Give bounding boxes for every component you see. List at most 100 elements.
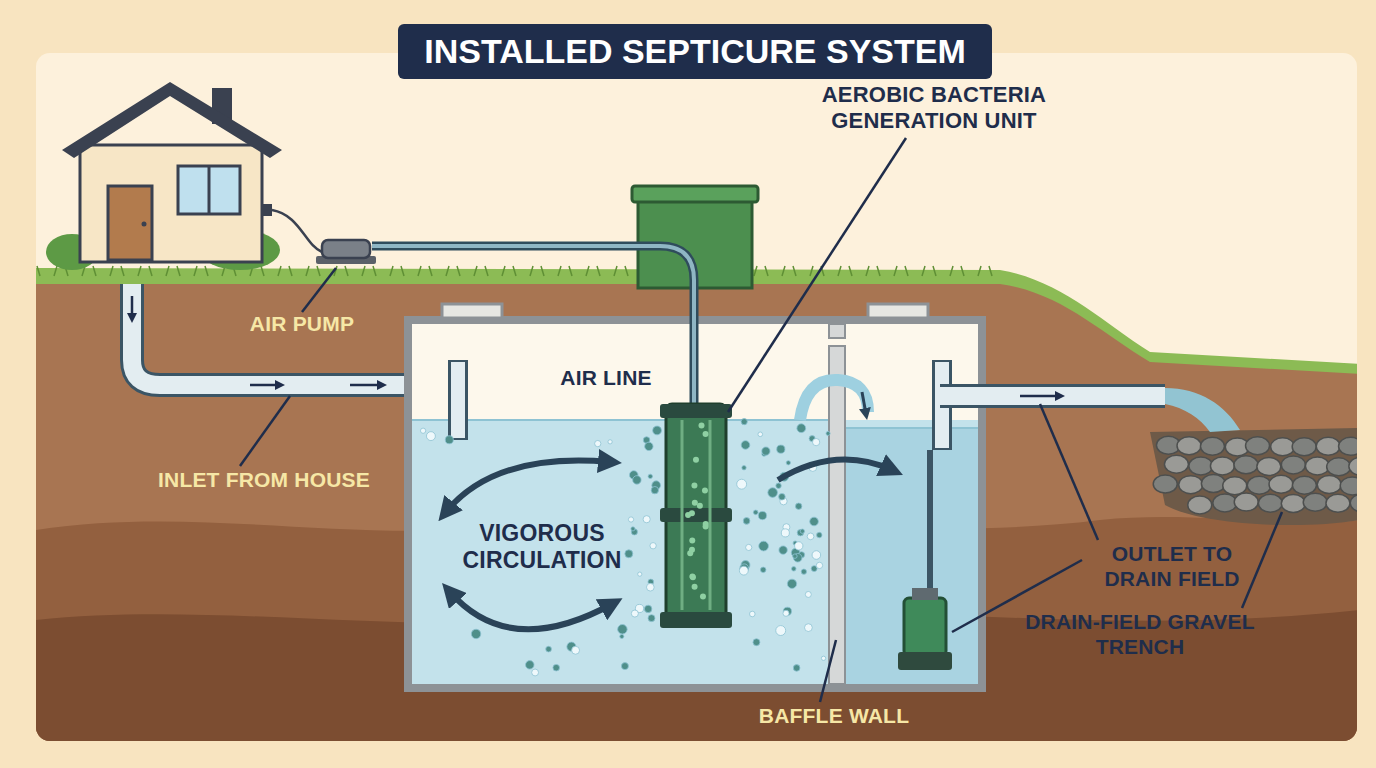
grass-blade bbox=[37, 266, 40, 276]
part-label: AIR PUMP bbox=[227, 312, 377, 337]
grass-blade bbox=[838, 266, 841, 276]
grass-blade bbox=[446, 266, 449, 276]
grass-blade bbox=[138, 266, 141, 276]
bubble bbox=[645, 442, 653, 450]
flow-arrow bbox=[778, 460, 892, 480]
bubble bbox=[786, 461, 790, 465]
grass-blade bbox=[989, 266, 992, 276]
bubble bbox=[768, 488, 778, 498]
gravel-stone bbox=[1292, 438, 1316, 456]
gravel-stone bbox=[1350, 494, 1357, 512]
bubble bbox=[633, 476, 641, 484]
unit-bubble bbox=[702, 488, 708, 494]
grass-blade bbox=[569, 266, 572, 276]
gravel-stone bbox=[1326, 494, 1350, 512]
bubble bbox=[753, 510, 758, 515]
grass-blade bbox=[866, 266, 869, 276]
unit-bubble bbox=[692, 500, 698, 506]
bubble bbox=[762, 447, 770, 455]
gravel-stone bbox=[1281, 456, 1305, 474]
unit-bubble bbox=[698, 422, 704, 428]
grass-blade bbox=[121, 266, 124, 276]
outlet-pipe bbox=[940, 384, 1165, 408]
bubble bbox=[797, 424, 806, 433]
gravel-stone bbox=[1258, 494, 1282, 512]
bubble bbox=[776, 483, 781, 488]
bubble bbox=[546, 646, 552, 652]
grass-blade bbox=[933, 266, 936, 276]
submersible-pump bbox=[898, 588, 952, 670]
unit-bubble bbox=[700, 593, 706, 599]
bubble bbox=[650, 543, 656, 549]
bubble bbox=[781, 529, 789, 537]
grass-blade bbox=[362, 266, 365, 276]
bubble bbox=[648, 615, 655, 622]
bubble bbox=[795, 503, 801, 509]
grass-blade bbox=[418, 266, 421, 276]
gravel-stone bbox=[1305, 457, 1329, 475]
unit-bubble bbox=[689, 574, 695, 580]
bubble bbox=[638, 572, 642, 576]
bubble bbox=[471, 629, 480, 638]
grass-blade bbox=[317, 266, 320, 276]
grass-blade bbox=[782, 266, 785, 276]
aerobic-unit bbox=[660, 404, 732, 628]
bubble bbox=[618, 624, 628, 634]
unit-bubble bbox=[703, 521, 709, 527]
bubble bbox=[826, 431, 830, 435]
bubble bbox=[621, 663, 628, 670]
bubble bbox=[631, 610, 638, 617]
grass-blade bbox=[810, 266, 813, 276]
gravel-stone bbox=[1246, 437, 1270, 455]
grass-blade bbox=[877, 266, 880, 276]
gravel-stone bbox=[1269, 475, 1293, 493]
gravel-stone bbox=[1188, 496, 1212, 514]
bubble bbox=[791, 567, 796, 572]
unit-bubble bbox=[692, 584, 698, 590]
grass-blade bbox=[401, 266, 404, 276]
gravel-stone bbox=[1201, 474, 1225, 492]
circulation-arrow bbox=[446, 461, 610, 512]
bubble bbox=[743, 518, 750, 525]
grass-blade bbox=[149, 266, 152, 276]
bubble bbox=[793, 665, 800, 672]
bubble bbox=[595, 440, 601, 446]
grass-blade bbox=[950, 266, 953, 276]
bubble bbox=[526, 661, 535, 670]
gravel-stone bbox=[1223, 477, 1247, 495]
bubble bbox=[648, 474, 652, 478]
gravel-stone bbox=[1247, 476, 1271, 494]
bubble bbox=[651, 486, 658, 493]
gravel-trench bbox=[1150, 428, 1357, 525]
bubble bbox=[810, 517, 819, 526]
grass-blade bbox=[177, 266, 180, 276]
grass-blade bbox=[166, 266, 169, 276]
grass-blade bbox=[793, 266, 796, 276]
grass-blade bbox=[502, 266, 505, 276]
gravel-stone bbox=[1292, 476, 1316, 494]
bubble bbox=[753, 639, 760, 646]
grass-blade bbox=[978, 266, 981, 276]
bubble bbox=[653, 426, 662, 435]
grass-blade bbox=[905, 266, 908, 276]
bubble bbox=[759, 541, 769, 551]
grass-blade bbox=[93, 266, 96, 276]
grass-blade bbox=[485, 266, 488, 276]
grass-blade bbox=[345, 266, 348, 276]
gravel-stone bbox=[1234, 456, 1258, 474]
grass-blade bbox=[54, 266, 57, 276]
grass-blade bbox=[306, 266, 309, 276]
grass-blade bbox=[474, 266, 477, 276]
air-line bbox=[372, 246, 694, 406]
part-label: BAFFLE WALL bbox=[749, 704, 919, 729]
bubble bbox=[746, 544, 752, 550]
house bbox=[46, 82, 282, 270]
bubble bbox=[628, 517, 633, 522]
bubble bbox=[646, 583, 654, 591]
grass-blade bbox=[614, 266, 617, 276]
gravel-stone bbox=[1340, 477, 1357, 495]
unit-bubble bbox=[703, 431, 709, 437]
part-label: INLET FROM HOUSE bbox=[144, 468, 384, 493]
grass-blade bbox=[541, 266, 544, 276]
gravel-stone bbox=[1179, 476, 1203, 494]
